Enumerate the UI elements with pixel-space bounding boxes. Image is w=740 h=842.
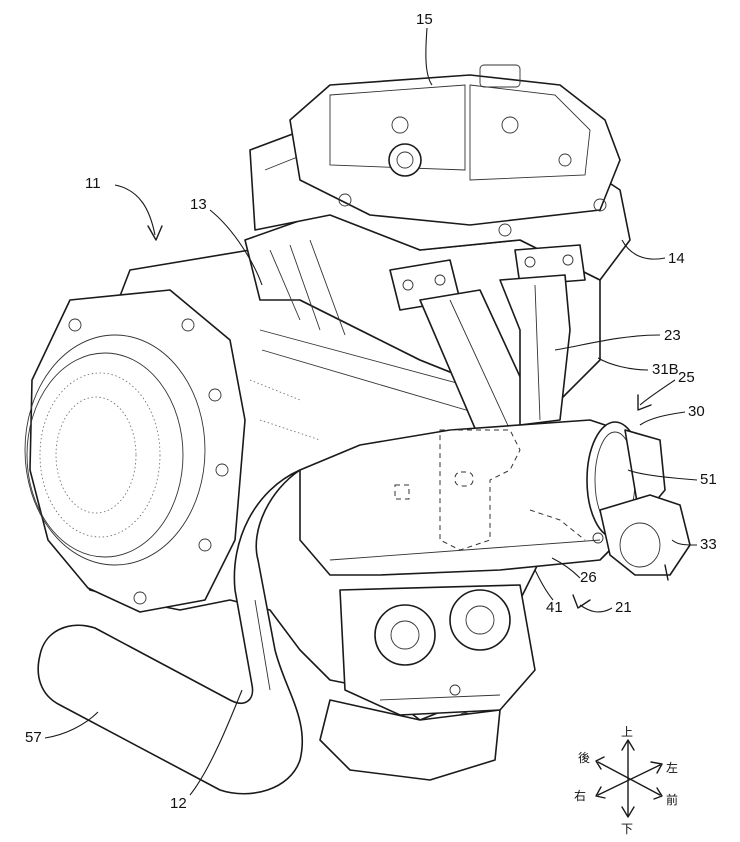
ref-33: 33 [700,536,717,553]
leader-13 [209,209,263,286]
axis-diagonal-b [597,764,661,796]
leader-51 [627,469,698,481]
arrow-21-head [572,594,591,609]
leader-23 [554,334,661,351]
arrow-25-head [637,394,652,411]
leader-31b [597,357,649,371]
ref-31b: 31B [652,361,679,378]
leader-30 [639,411,686,426]
ref-15: 15 [416,11,433,28]
dir-front: 前 [666,792,678,807]
leader-57 [44,711,99,739]
head-cover [289,64,621,237]
arrow-11-head [147,225,163,241]
dir-right: 右 [574,788,586,803]
axis-diagonal-a [597,761,661,796]
arrow-front-icon [653,787,663,800]
ref-14: 14 [668,250,685,267]
arrow-up-icon [621,739,635,751]
dir-rear: 後 [578,751,590,765]
leader-26 [551,557,581,579]
ref-41: 41 [546,599,563,616]
leader-15 [425,27,433,86]
dir-up: 上 [621,725,633,739]
ref-12: 12 [170,795,187,812]
oil-pan [319,699,501,781]
arrow-right-icon [595,786,606,799]
dir-left: 左 [666,760,678,775]
leader-14 [621,239,666,260]
front-exhaust-pipe [37,469,304,795]
ref-23: 23 [664,327,681,344]
arrow-down-icon [621,806,635,818]
leader-12 [189,689,243,796]
engine-illustration [24,64,691,795]
ref-21: 21 [615,599,632,616]
ref-30: 30 [688,403,705,420]
leader-33 [671,539,698,546]
dir-down: 下 [621,822,633,836]
leader-11 [114,184,156,236]
ref-57: 57 [25,729,42,746]
leader-41 [534,569,554,601]
exhaust-chamber [299,419,666,576]
leader-lines [44,27,698,796]
arrow-left-icon [650,761,663,774]
arrow-rear-icon [595,756,605,770]
ref-26: 26 [580,569,597,586]
outlet-pipe [592,494,691,581]
lower-case-gears [339,584,536,745]
direction-indicator: 上 下 後 左 右 前 [574,725,678,836]
generator-cover [24,289,246,613]
leader-25 [639,379,676,406]
ref-13: 13 [190,196,207,213]
leader-21 [579,604,613,613]
ref-25: 25 [678,369,695,386]
reference-numerals: 15 11 13 14 23 31B 25 30 51 33 26 41 21 … [25,11,717,812]
ref-51: 51 [700,471,717,488]
ref-11: 11 [85,175,101,192]
exhaust-pipes [419,274,571,441]
